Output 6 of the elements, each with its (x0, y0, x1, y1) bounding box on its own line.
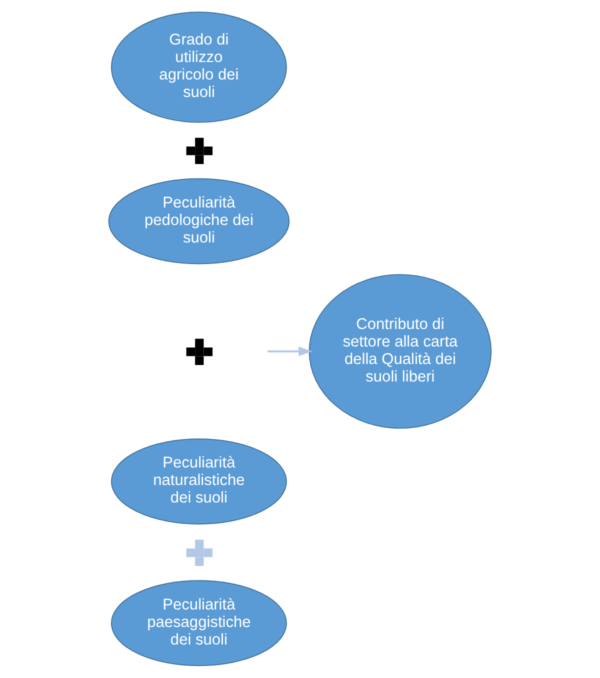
node-ellipse: Grado di utilizzo agricolo dei suoli (110, 12, 287, 123)
node-ellipse: Peculiarità pedologiche dei suoli (108, 178, 290, 264)
node-ellipse: Peculiarità paesaggistiche dei suoli (110, 580, 287, 666)
node-ellipse: Peculiarità naturalistiche dei suoli (110, 438, 287, 524)
arrow (268, 346, 312, 356)
node-ellipse: Contributo di settore alla carta della Qualità dei suoli liberi (308, 274, 492, 429)
